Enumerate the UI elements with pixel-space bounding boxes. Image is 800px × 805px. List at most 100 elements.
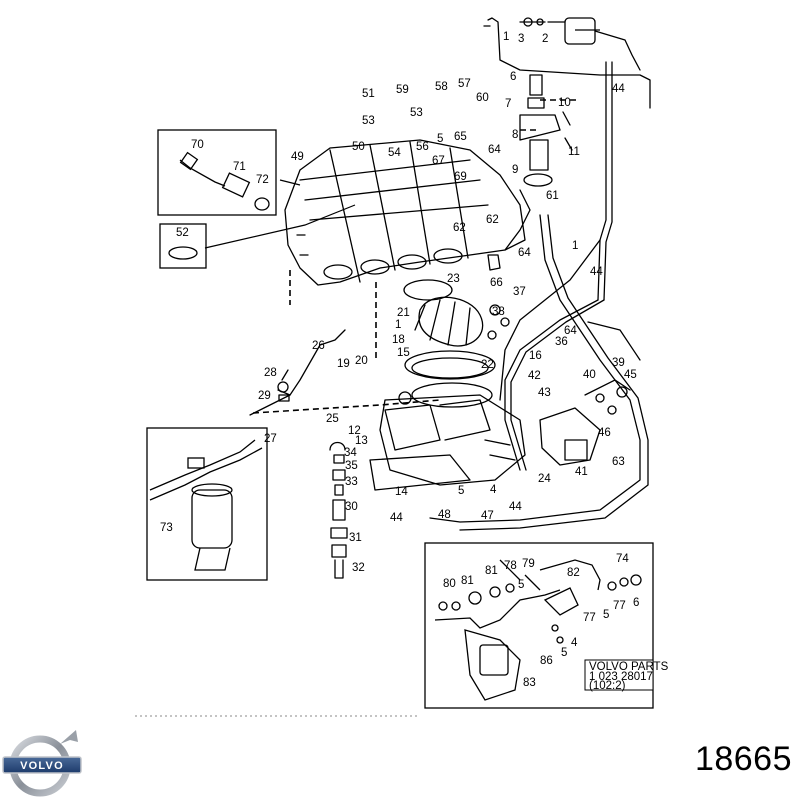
callout-label: 62 — [486, 214, 499, 226]
callout-label: 9 — [512, 164, 518, 176]
callout-label: 44 — [590, 266, 603, 278]
callout-label: 13 — [355, 435, 368, 447]
callout-label: 7 — [505, 98, 511, 110]
callout-label: 25 — [326, 413, 339, 425]
callout-label: 5 — [603, 609, 609, 621]
callout-label: 44 — [612, 83, 625, 95]
callout-label: 47 — [481, 510, 494, 522]
callout-label: 15 — [397, 347, 410, 359]
callout-label: 66 — [490, 277, 503, 289]
callout-label: 5 — [437, 133, 443, 145]
callout-label: 8 — [512, 129, 518, 141]
callout-label: 21 — [397, 307, 410, 319]
clamp-ring — [404, 350, 496, 380]
callout-label: 38 — [492, 306, 505, 318]
stamp-line-3: (102:2) — [589, 680, 626, 692]
callout-label: 3 — [518, 33, 524, 45]
callout-label: 1 — [572, 240, 578, 252]
callout-label: 77 — [613, 600, 626, 612]
callout-label: 42 — [528, 370, 541, 382]
callout-label: 43 — [538, 387, 551, 399]
callout-label: 5 — [458, 485, 464, 497]
regulator-assembly — [504, 74, 573, 251]
callout-label: 39 — [612, 357, 625, 369]
callout-label: 1 — [503, 31, 509, 43]
brand-wordmark: VOLVO — [20, 760, 64, 772]
callout-label: 14 — [395, 486, 408, 498]
callout-label: 1 — [395, 319, 401, 331]
stamp-line-1: VOLVO PARTS — [589, 661, 669, 673]
callout-label: 80 — [443, 578, 456, 590]
callout-label: 19 — [337, 358, 350, 370]
vacuum-hose — [249, 329, 346, 416]
callout-label: 22 — [481, 359, 494, 371]
callout-label: 59 — [396, 84, 409, 96]
callout-label: 50 — [352, 141, 365, 153]
callout-label: 29 — [258, 390, 271, 402]
callout-label: 77 — [583, 612, 596, 624]
inset-clamp — [159, 223, 207, 269]
callout-label: 51 — [362, 88, 375, 100]
callout-label: 26 — [312, 340, 325, 352]
callout-label: 45 — [624, 369, 637, 381]
callout-label: 2 — [542, 33, 548, 45]
callout-label: 31 — [349, 532, 362, 544]
callout-label: 34 — [344, 447, 357, 459]
callout-label: 58 — [435, 81, 448, 93]
callout-label: 74 — [616, 553, 629, 565]
cold-start-valve — [539, 379, 631, 466]
callout-label: 18 — [392, 334, 405, 346]
callout-label: 56 — [416, 141, 429, 153]
callout-label: 60 — [476, 92, 489, 104]
volvo-parts-stamp: VOLVO PARTS 1 023 28017 (102:2) — [584, 659, 669, 692]
callout-label: 6 — [633, 597, 639, 609]
callout-label: 40 — [583, 369, 596, 381]
callout-label: 61 — [546, 190, 559, 202]
part-number: 18665 — [694, 740, 792, 778]
callout-label: 6 — [510, 71, 516, 83]
inset-lower-right — [424, 542, 654, 709]
fuel-pipes — [429, 214, 649, 531]
callout-label: 71 — [233, 161, 246, 173]
callout-label: 5 — [518, 579, 524, 591]
callout-label: 20 — [355, 355, 368, 367]
callout-label: 5 — [561, 647, 567, 659]
callout-label: 23 — [447, 273, 460, 285]
callout-label: 63 — [612, 456, 625, 468]
callout-label: 62 — [453, 222, 466, 234]
callout-label: 81 — [461, 575, 474, 587]
callout-label: 41 — [575, 466, 588, 478]
callout-label: 30 — [345, 501, 358, 513]
callout-label: 69 — [454, 171, 467, 183]
callout-label: 64 — [518, 247, 531, 259]
callout-label: 82 — [567, 567, 580, 579]
inset-injector — [157, 129, 277, 216]
callout-label: 52 — [176, 227, 189, 239]
callout-label: 54 — [388, 147, 401, 159]
callout-label: 67 — [432, 155, 445, 167]
callout-label: 81 — [485, 565, 498, 577]
callout-label: 86 — [540, 655, 553, 667]
callout-label: 46 — [598, 427, 611, 439]
callout-label: 12 — [348, 425, 361, 437]
callout-label: 44 — [509, 501, 522, 513]
callout-label: 33 — [345, 476, 358, 488]
callout-label: 83 — [523, 677, 536, 689]
callout-label: 53 — [410, 107, 423, 119]
callout-label: 64 — [564, 325, 577, 337]
callout-label: 73 — [160, 522, 173, 534]
callout-label: 72 — [256, 174, 269, 186]
callout-label: 53 — [362, 115, 375, 127]
callout-label: 24 — [538, 473, 551, 485]
callout-label: 28 — [264, 367, 277, 379]
volvo-logo: VOLVO — [2, 730, 82, 797]
callout-label: 64 — [488, 144, 501, 156]
callout-label: 49 — [291, 151, 304, 163]
callout-label: 4 — [490, 484, 497, 496]
callout-label: 11 — [568, 146, 580, 158]
callout-labels: 1 3 2 44 6 7 10 8 11 9 61 51 59 58 57 60… — [160, 31, 639, 689]
callout-label: 70 — [191, 139, 204, 151]
callout-label: 36 — [555, 336, 568, 348]
